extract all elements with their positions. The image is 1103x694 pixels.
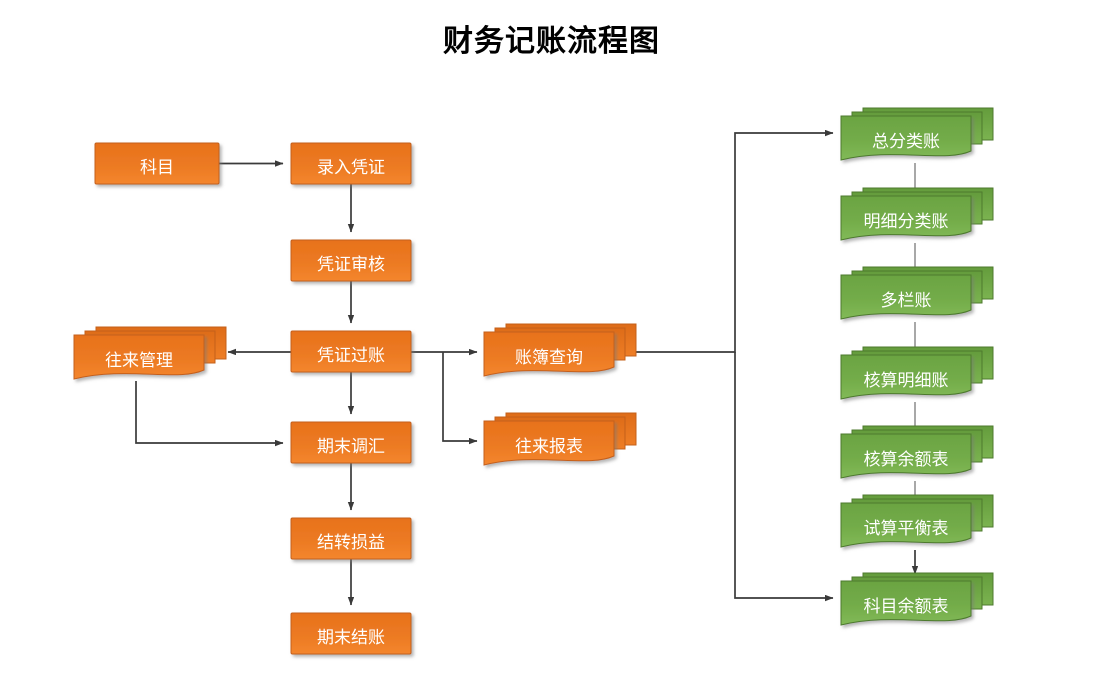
node-layer — [73, 107, 994, 655]
connector-ledger-query-to-subject-balance — [734, 352, 834, 602]
node-voucher-post[interactable] — [290, 330, 412, 373]
node-ar-ap-mgmt[interactable] — [73, 326, 227, 380]
node-trial-balance[interactable] — [840, 494, 994, 548]
page-title: 财务记账流程图 — [443, 24, 660, 59]
node-subject[interactable] — [94, 142, 220, 185]
node-period-fx[interactable] — [290, 421, 412, 464]
connector-post-to-ar-ap-report — [442, 352, 478, 445]
node-multi-col-ledger[interactable] — [840, 266, 994, 320]
node-acct-balance[interactable] — [840, 425, 994, 479]
node-ledger-query[interactable] — [483, 323, 637, 377]
node-enter-voucher[interactable] — [290, 142, 412, 185]
node-general-ledger[interactable] — [840, 107, 994, 161]
node-sub-ledger[interactable] — [840, 187, 994, 241]
node-period-close[interactable] — [290, 612, 412, 655]
node-carry-profit[interactable] — [290, 517, 412, 560]
node-subject-balance[interactable] — [840, 572, 994, 626]
connector-layer — [135, 129, 919, 606]
node-ar-ap-report[interactable] — [483, 412, 637, 466]
node-acct-detail[interactable] — [840, 346, 994, 400]
connector-ar-ap-mgmt-to-period-fx — [135, 381, 284, 447]
connector-ledger-query-to-general-ledger — [630, 129, 834, 353]
node-voucher-audit[interactable] — [290, 239, 412, 282]
